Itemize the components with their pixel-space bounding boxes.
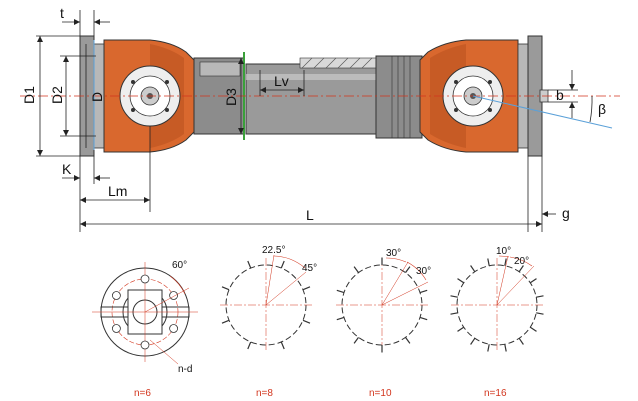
shaft-shine [246,74,416,80]
right-yoke-bolt [488,108,492,112]
label-d: D [89,92,105,102]
left-yoke-bolt [165,80,169,84]
angled-centerline [472,95,613,129]
label-d2: D2 [49,86,65,104]
left-neck-sleeve [199,61,241,77]
left-yoke-bolt [165,108,169,112]
angle-n8-22-5: 22.5° [262,245,285,256]
label-b: b [556,87,564,103]
angle-n10-30a: 30° [386,248,401,259]
spline-grooves [391,56,411,138]
right-yoke-bolt [488,80,492,84]
label-d1: D1 [21,86,37,104]
label-n-d: n-d [178,364,192,375]
dimension-lines [36,10,593,232]
bolt-holes-n6 [112,274,179,350]
label-t: t [60,5,64,21]
angle-n16-10: 10° [496,246,511,257]
label-beta: β [598,101,606,117]
bolt-pattern-n6 [92,262,198,365]
bolt-marks-n10 [336,257,428,353]
bolt-pattern-n10 [336,257,429,353]
left-yoke-bolt [131,108,135,112]
label-lv: Lv [274,73,289,89]
angle-n16-20: 20° [514,256,529,267]
label-n6: n=6 [134,388,151,399]
label-g: g [562,205,570,221]
label-k: K [62,161,72,177]
shaft-assembly [20,35,620,157]
bolt-marks-n8 [221,260,311,350]
label-d3: D3 [223,88,239,106]
right-yoke-bolt [454,108,458,112]
angle-n6-60: 60° [172,260,187,271]
label-n16: n=16 [484,388,507,399]
arrowheads [37,19,575,227]
angle-n8-45: 45° [302,263,317,274]
angle-n10-30b: 30° [416,266,431,277]
label-l: L [306,207,314,223]
left-yoke-bolt [131,80,135,84]
bolt-marks-n16 [450,258,544,352]
label-n10: n=10 [369,388,392,399]
bolt-pattern-n8 [220,254,312,352]
shaft-tube-section [299,57,377,69]
hatch-lines [301,57,373,69]
bolt-pattern-n16 [450,255,544,352]
spline-sleeve [375,55,423,139]
label-lm: Lm [108,183,127,199]
right-yoke-bolt [454,80,458,84]
label-n8: n=8 [256,388,273,399]
